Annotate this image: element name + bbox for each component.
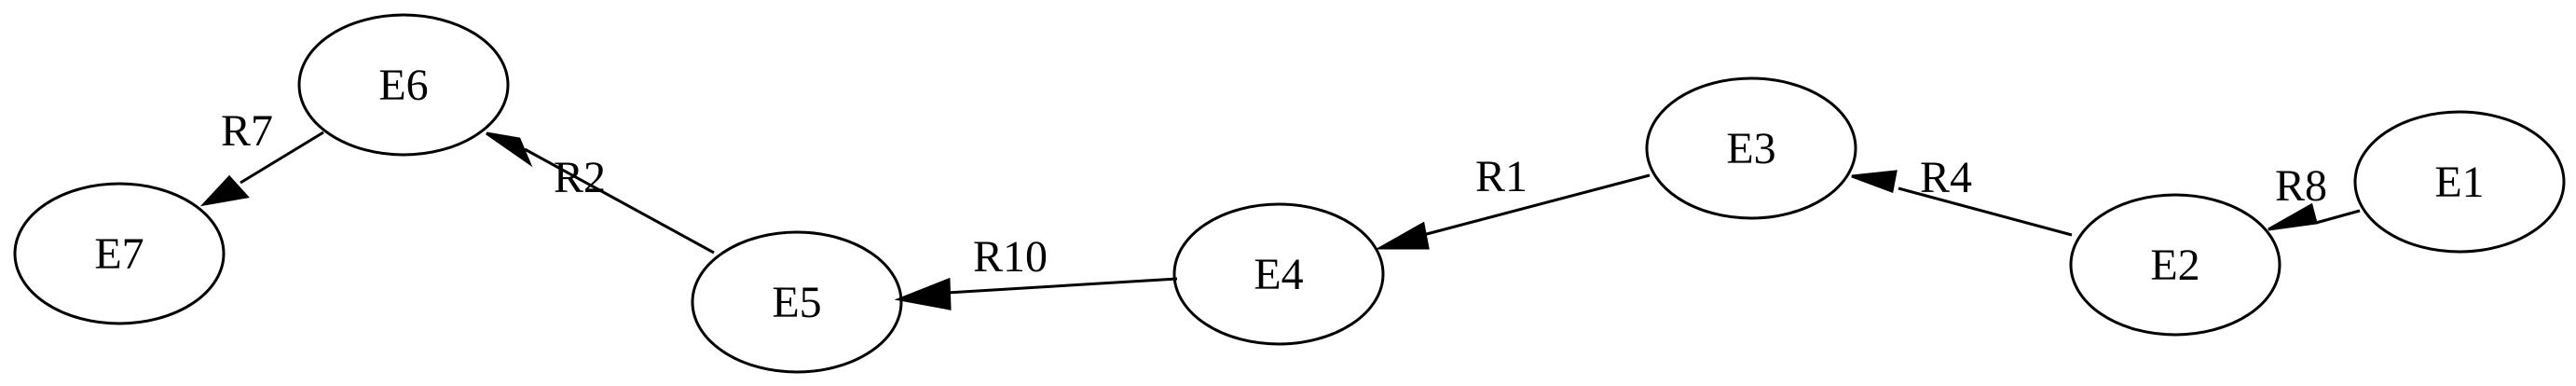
node-e7: E7 bbox=[13, 182, 226, 325]
node-label-e2: E2 bbox=[2150, 241, 2199, 290]
node-e1: E1 bbox=[2353, 110, 2566, 254]
node-e2: E2 bbox=[2069, 193, 2281, 337]
edge-label-r7: R7 bbox=[221, 106, 273, 156]
node-label-e3: E3 bbox=[1726, 124, 1775, 173]
edge-e1-e2-arrowhead bbox=[2268, 202, 2318, 231]
edge-e4-e5-arrowhead bbox=[894, 277, 952, 310]
node-label-e7: E7 bbox=[94, 229, 144, 279]
node-label-e6: E6 bbox=[378, 61, 428, 110]
node-e5: E5 bbox=[691, 230, 903, 374]
edge-e5-e6: R2 bbox=[486, 131, 715, 255]
edge-label-r4: R4 bbox=[1920, 153, 1972, 202]
edge-e2-e3: R4 bbox=[1851, 153, 2073, 237]
edge-e3-e4: R1 bbox=[1375, 152, 1651, 250]
edge-label-r8: R8 bbox=[2275, 161, 2327, 211]
edge-e5-e6-arrowhead bbox=[486, 131, 533, 168]
node-e3: E3 bbox=[1645, 76, 1857, 220]
edge-label-r10: R10 bbox=[973, 232, 1048, 282]
edge-label-r2: R2 bbox=[554, 153, 606, 202]
edge-label-r1: R1 bbox=[1475, 152, 1528, 201]
edge-e2-e3-arrowhead bbox=[1851, 170, 1898, 194]
edge-e4-e5: R10 bbox=[894, 232, 1178, 310]
edge-e1-e2: R8 bbox=[2268, 161, 2361, 231]
node-e6: E6 bbox=[297, 13, 510, 157]
edge-e6-e7-arrowhead bbox=[199, 174, 250, 207]
node-e4: E4 bbox=[1172, 202, 1385, 346]
edge-e3-e4-arrowhead bbox=[1375, 221, 1430, 250]
node-label-e1: E1 bbox=[2434, 158, 2484, 207]
node-label-e4: E4 bbox=[1254, 250, 1303, 299]
node-label-e5: E5 bbox=[772, 278, 821, 327]
edge-e6-e7: R7 bbox=[199, 106, 324, 207]
